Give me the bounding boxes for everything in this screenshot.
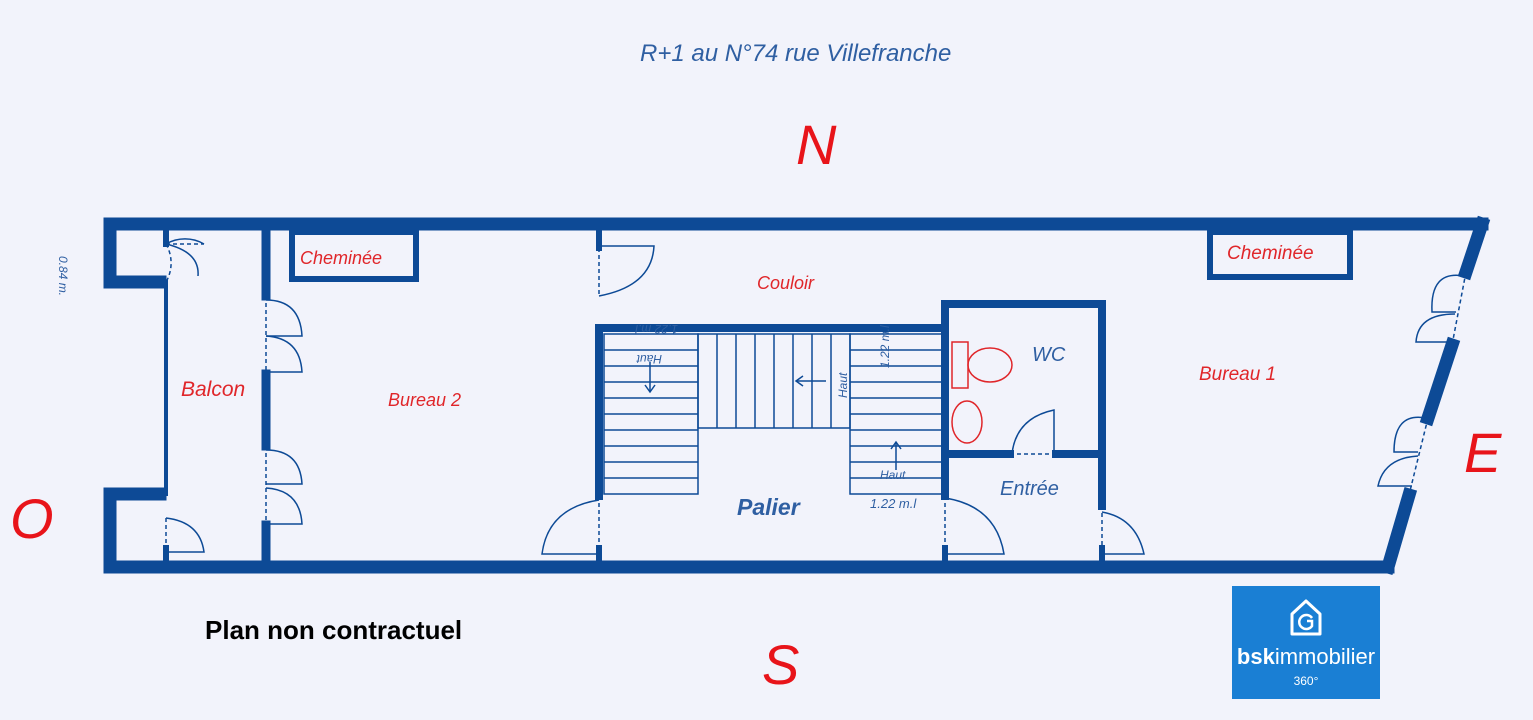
chimney-right-label: Cheminée xyxy=(1227,243,1314,264)
logo-brand-rest: immobilier xyxy=(1274,644,1376,669)
logo-brand-bold: bsk xyxy=(1236,644,1275,669)
room-bureau-1: Bureau 1 xyxy=(1199,364,1277,385)
staircase xyxy=(603,333,944,495)
bsk-logo: bskimmobilier 360° xyxy=(1232,586,1380,699)
stair-haut-side: Haut xyxy=(836,372,850,398)
chimney-left-label: Cheminée xyxy=(300,248,383,268)
logo-subtitle: 360° xyxy=(1293,674,1319,688)
room-wc: WC xyxy=(1032,344,1066,366)
dimension-stair-bottom: 1.22 m.l xyxy=(870,496,917,511)
house-logo-icon xyxy=(1290,599,1322,636)
compass-south: S xyxy=(762,633,800,696)
disclaimer-note: Plan non contractuel xyxy=(205,615,463,645)
compass-west: O xyxy=(10,487,54,550)
room-couloir: Couloir xyxy=(757,273,815,293)
room-balcon: Balcon xyxy=(181,378,246,401)
room-bureau-2: Bureau 2 xyxy=(388,390,462,410)
dimension-left-wall: 0.84 m. xyxy=(56,256,70,297)
doors xyxy=(165,238,1467,556)
plan-walls xyxy=(103,215,1491,576)
dimension-stair-side: 1.22 m.l xyxy=(878,325,892,368)
room-palier: Palier xyxy=(737,494,800,520)
plan-title: R+1 au N°74 rue Villefranche xyxy=(640,40,952,67)
logo-brand: bskimmobilier xyxy=(1232,644,1380,670)
stair-haut-mirrored: Haut xyxy=(636,352,662,366)
compass-north: N xyxy=(796,113,837,176)
room-entree: Entrée xyxy=(1000,478,1059,500)
stair-haut-up: Haut xyxy=(880,468,906,482)
wc-fixtures xyxy=(951,341,1013,444)
compass-east: E xyxy=(1464,421,1502,484)
dimension-stair-top: 1.22 m.l xyxy=(635,322,678,336)
